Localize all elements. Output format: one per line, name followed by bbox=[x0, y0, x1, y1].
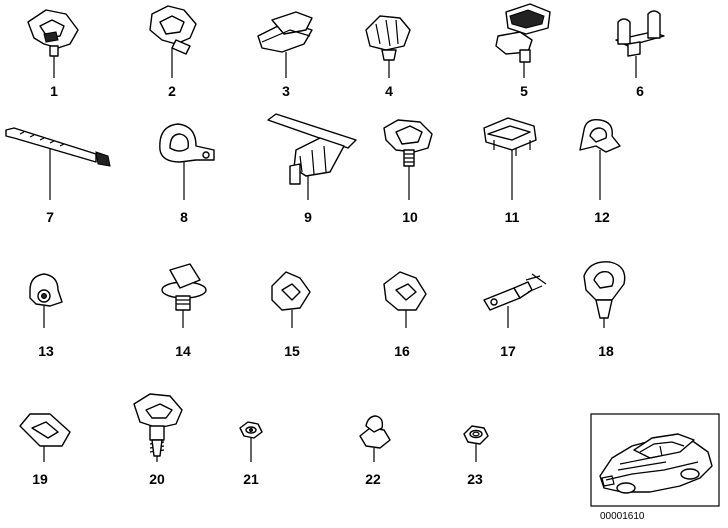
part-number-9: 9 bbox=[304, 209, 312, 225]
part-number-8: 8 bbox=[180, 209, 188, 225]
part-number-17: 17 bbox=[500, 343, 516, 359]
part-11-drawing bbox=[483, 117, 537, 200]
part-23-drawing bbox=[463, 425, 489, 462]
part-6-drawing bbox=[615, 10, 665, 78]
part-number-5: 5 bbox=[520, 83, 528, 99]
vehicle-thumbnail bbox=[590, 413, 720, 507]
part-number-10: 10 bbox=[402, 209, 418, 225]
part-15-drawing bbox=[271, 271, 311, 328]
car-icon bbox=[599, 433, 713, 494]
part-number-7: 7 bbox=[46, 209, 54, 225]
part-7-drawing bbox=[5, 127, 111, 200]
part-1-drawing bbox=[27, 9, 79, 78]
part-19-drawing bbox=[19, 413, 71, 462]
part-5-drawing bbox=[495, 3, 551, 78]
part-22-drawing bbox=[359, 415, 391, 462]
diagram-code: 00001610 bbox=[600, 511, 645, 522]
part-20-drawing bbox=[133, 393, 183, 462]
part-number-1: 1 bbox=[50, 83, 58, 99]
part-2-drawing bbox=[149, 5, 197, 78]
part-number-23: 23 bbox=[467, 471, 483, 487]
part-number-20: 20 bbox=[149, 471, 165, 487]
part-number-11: 11 bbox=[505, 209, 520, 225]
part-number-21: 21 bbox=[243, 471, 259, 487]
part-16-drawing bbox=[383, 271, 427, 328]
part-12-drawing bbox=[579, 119, 621, 200]
part-3-drawing bbox=[257, 11, 313, 78]
part-10-drawing bbox=[383, 119, 433, 200]
part-21-drawing bbox=[239, 421, 263, 462]
part-number-12: 12 bbox=[594, 209, 610, 225]
part-number-6: 6 bbox=[636, 83, 644, 99]
part-number-16: 16 bbox=[394, 343, 410, 359]
part-18-drawing bbox=[583, 261, 626, 328]
part-number-19: 19 bbox=[32, 471, 48, 487]
part-number-2: 2 bbox=[168, 83, 176, 99]
part-number-14: 14 bbox=[175, 343, 191, 359]
part-9-drawing bbox=[267, 113, 357, 200]
part-number-13: 13 bbox=[38, 343, 54, 359]
part-17-drawing bbox=[483, 273, 547, 328]
part-4-drawing bbox=[365, 15, 411, 78]
part-14-drawing bbox=[161, 263, 207, 328]
part-8-drawing bbox=[159, 123, 215, 200]
part-number-3: 3 bbox=[282, 83, 290, 99]
part-number-4: 4 bbox=[385, 83, 393, 99]
part-number-18: 18 bbox=[598, 343, 614, 359]
part-number-22: 22 bbox=[365, 471, 381, 487]
part-13-drawing bbox=[29, 273, 63, 328]
part-number-15: 15 bbox=[284, 343, 300, 359]
